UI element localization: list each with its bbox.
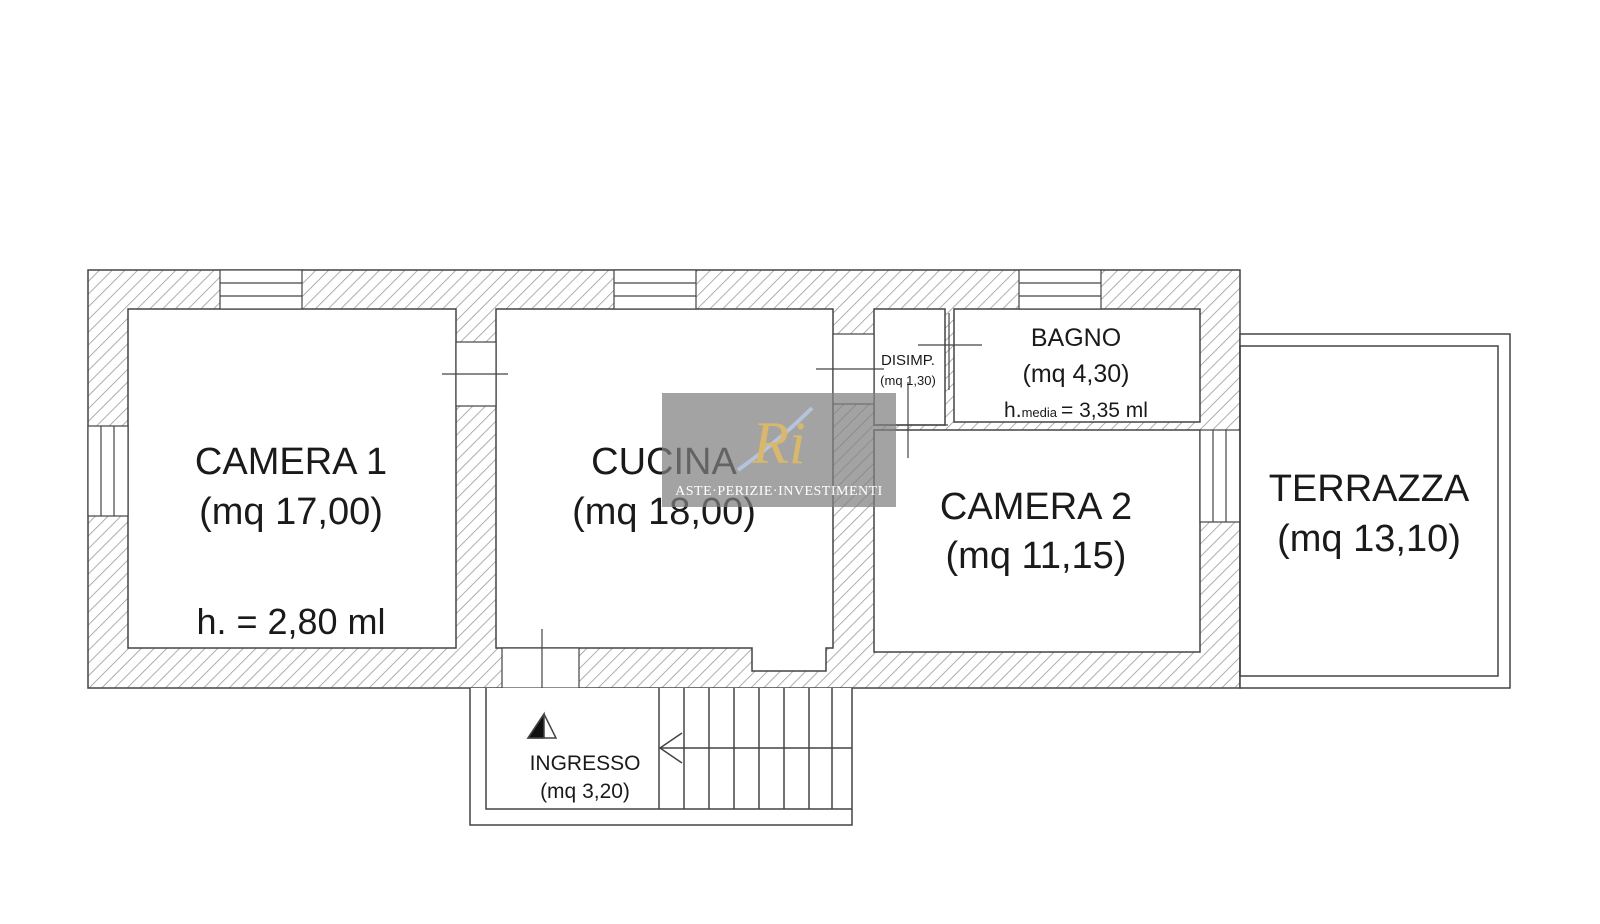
windows [87, 269, 1241, 523]
watermark-tagline: ASTE·PERIZIE·INVESTIMENTI [675, 484, 883, 499]
window-camera1-top [219, 269, 303, 310]
door-entrance [501, 647, 580, 689]
camera2-area: (mq 11,15) [946, 535, 1127, 577]
bagno-height-value: = 3,35 ml [1061, 399, 1148, 422]
bagno-height-prefix: h. [1004, 399, 1022, 422]
terrace [1239, 333, 1511, 689]
entrance-stairs [469, 688, 853, 826]
ingresso-area: (mq 3,20) [540, 780, 630, 803]
camera1-area: (mq 17,00) [199, 491, 383, 533]
terrazza-area: (mq 13,10) [1277, 518, 1461, 560]
terrazza-name: TERRAZZA [1269, 468, 1470, 510]
room-interiors [127, 308, 1201, 672]
bagno-height-sub: media [1022, 405, 1058, 420]
watermark-swoosh-icon [736, 406, 814, 472]
bagno-name: BAGNO [1031, 324, 1121, 352]
bagno-height: h.media= 3,35 ml [1004, 399, 1148, 422]
bagno-floor [953, 308, 1201, 423]
camera1-name: CAMERA 1 [195, 441, 387, 483]
watermark-logo: Ri [751, 410, 805, 476]
watermark: Ri ASTE·PERIZIE·INVESTIMENTI [662, 393, 896, 507]
stair-direction-arrow [658, 732, 683, 764]
window-camera2-right [1199, 429, 1241, 523]
ingresso-name: INGRESSO [530, 752, 641, 775]
bagno-area: (mq 4,30) [1023, 360, 1130, 388]
door-openings [442, 313, 982, 708]
camera2-name: CAMERA 2 [940, 486, 1132, 528]
camera1-height: h. = 2,80 ml [196, 601, 385, 642]
window-camera1-left [87, 425, 129, 517]
camera2-floor [873, 429, 1201, 653]
window-bagno-top [1018, 269, 1102, 310]
window-cucina-top [613, 269, 697, 310]
camera1-floor [127, 308, 457, 649]
disimpegno-area: (mq 1,30) [880, 373, 936, 388]
room-labels: CAMERA 1 (mq 17,00) h. = 2,80 ml CUCINA … [195, 324, 1470, 803]
disimpegno-name: DISIMP. [881, 352, 935, 369]
